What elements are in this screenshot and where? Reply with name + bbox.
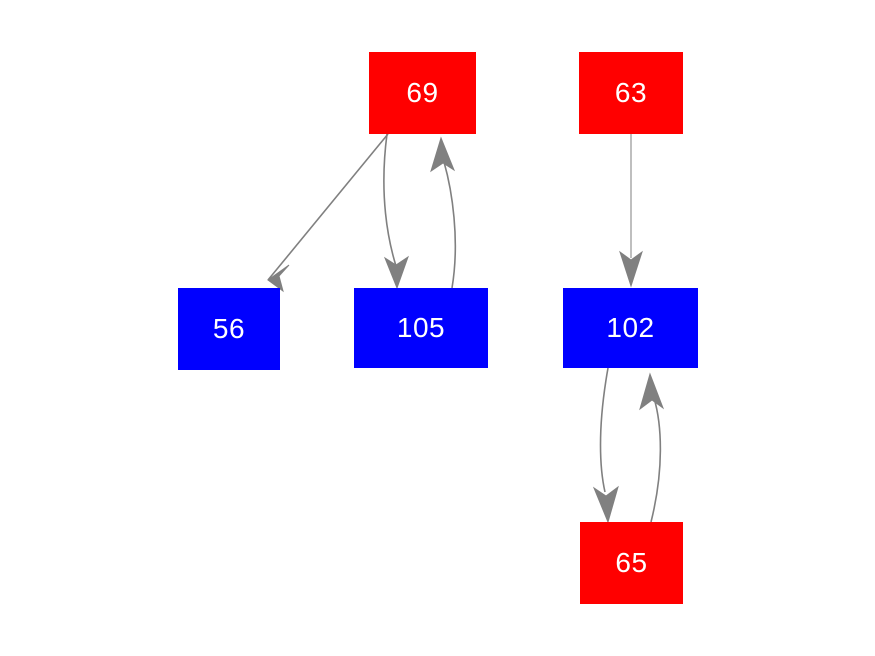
node-105[interactable]: 105 (354, 288, 488, 368)
node-56[interactable]: 56 (178, 288, 280, 370)
node-label: 56 (212, 313, 246, 344)
node-label: 105 (396, 312, 446, 343)
node-65[interactable]: 65 (580, 522, 683, 604)
node-102[interactable]: 102 (563, 288, 698, 368)
edge-69-to-56 (267, 133, 389, 293)
node-label: 102 (606, 312, 655, 343)
edge-63-to-102 (619, 134, 643, 288)
node-label: 63 (614, 77, 648, 108)
node-label: 65 (615, 547, 648, 578)
edge-102-to-65 (592, 367, 619, 524)
edge-105-to-69 (430, 136, 457, 289)
node-69[interactable]: 69 (369, 52, 476, 134)
node-63[interactable]: 63 (579, 52, 683, 134)
node-label: 69 (406, 77, 439, 108)
edge-69-to-105 (383, 133, 409, 290)
edge-65-to-102 (639, 372, 665, 523)
